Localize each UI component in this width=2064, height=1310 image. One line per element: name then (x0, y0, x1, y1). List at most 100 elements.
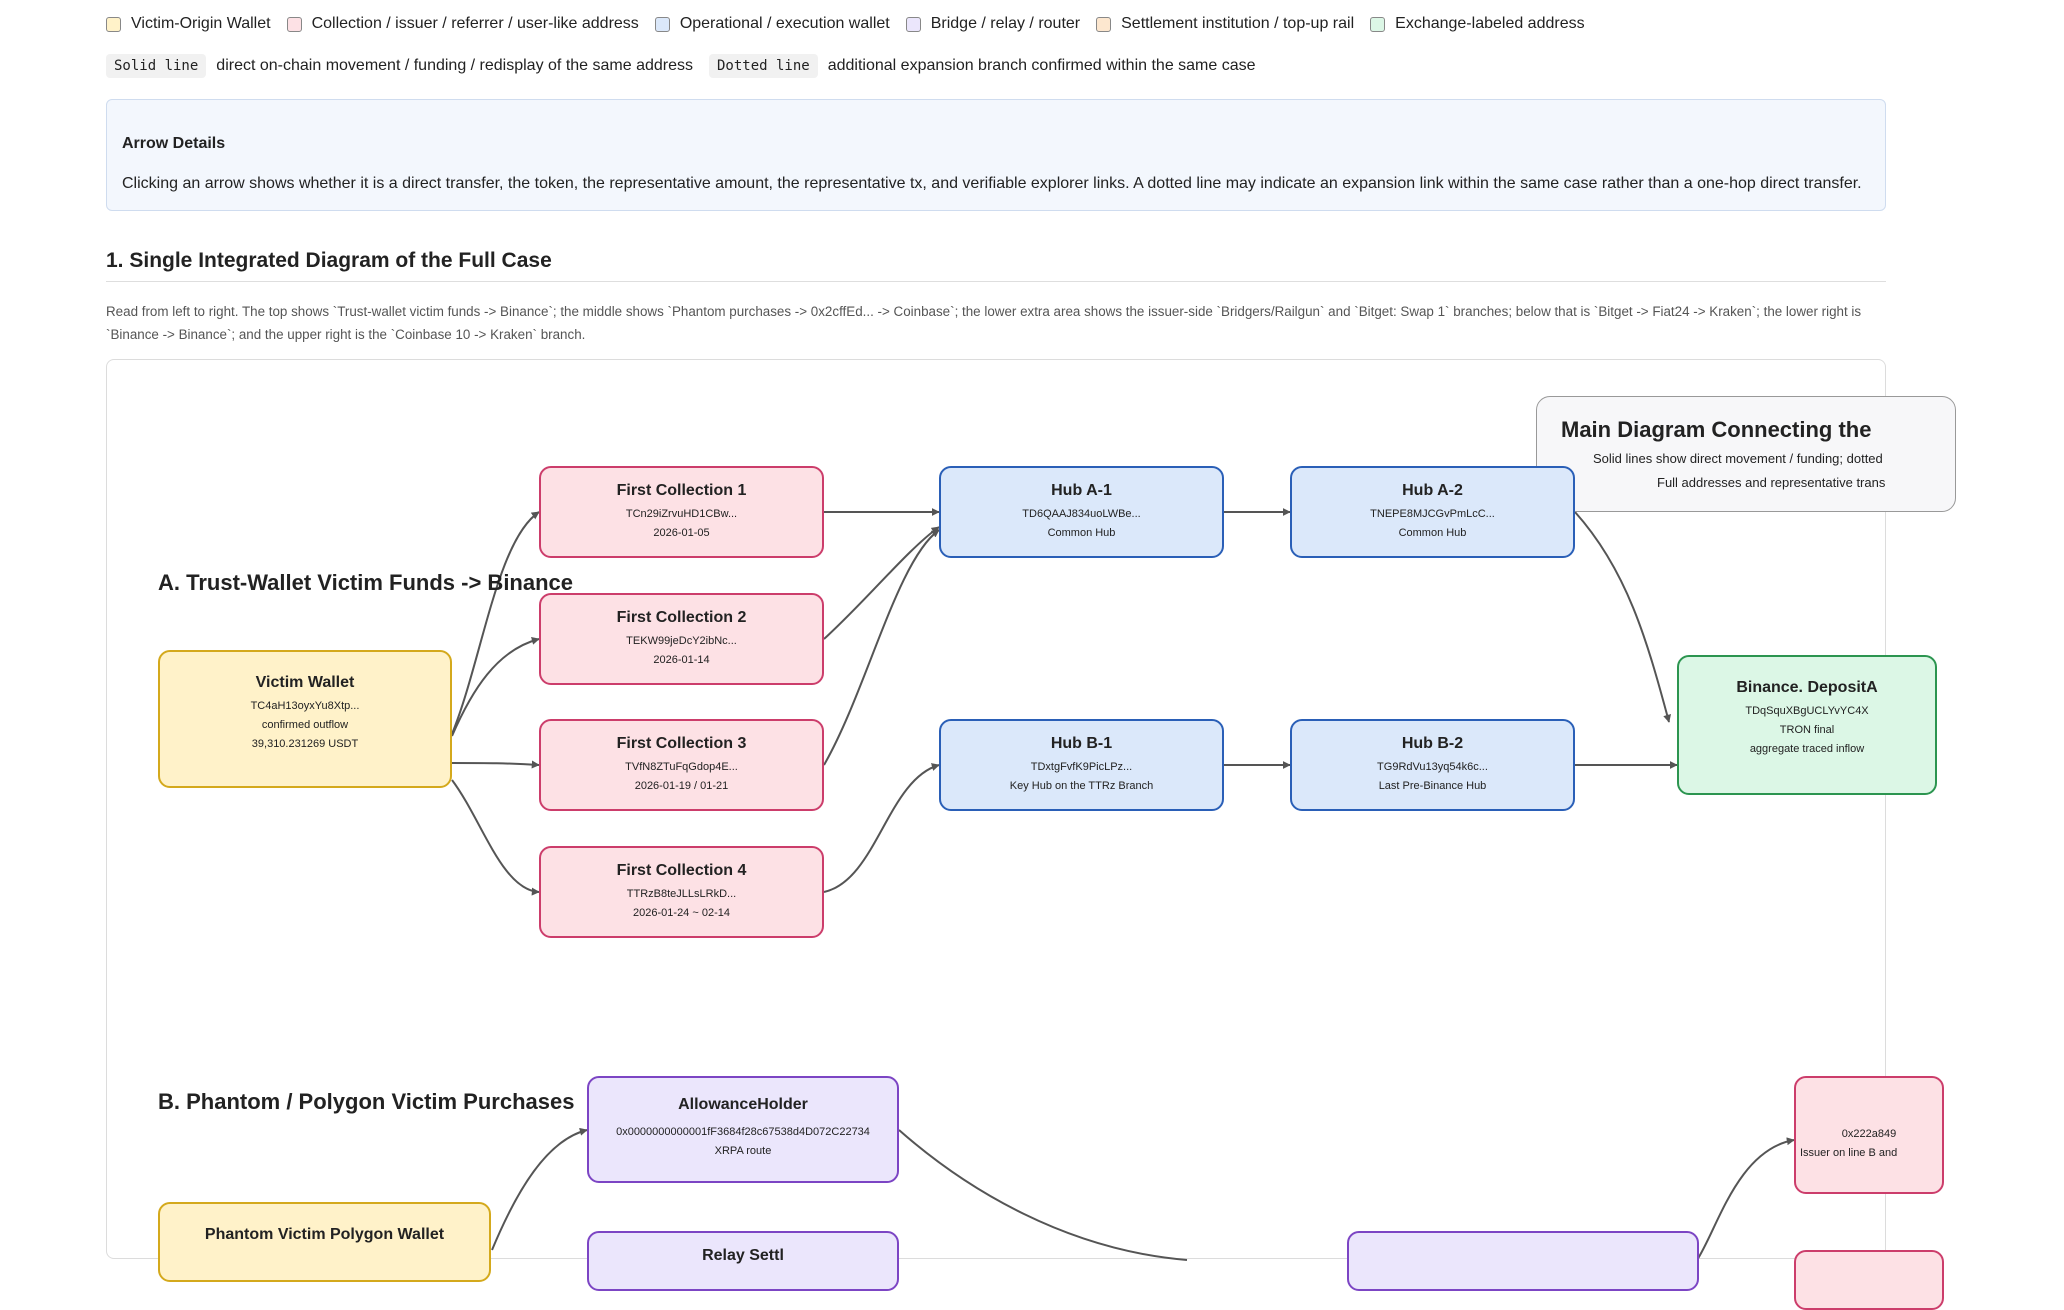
node-note: Last Pre-Binance Hub (1378, 780, 1487, 792)
edge-fc2-hubA1[interactable] (823, 526, 940, 640)
node-note: Issuer on line B and (1800, 1147, 1898, 1159)
legend-swatch-exchange (1370, 16, 1386, 32)
legend-label: Operational / execution wallet (679, 15, 890, 32)
group-a-label: A. Trust-Wallet Victim Funds -> Binance (158, 570, 574, 595)
node-title: Hub B-2 (1401, 735, 1464, 752)
node-note: Key Hub on the TTRz Branch (1009, 780, 1154, 792)
legend-item-victim: Victim-Origin Wallet (106, 15, 271, 33)
edge-victim-fc3[interactable] (451, 760, 540, 769)
node-amount: 39,310.231269 USDT (251, 738, 359, 750)
node-first-collection-4[interactable]: First Collection 4 TTRzB8teJLLsLRkD... 2… (539, 846, 824, 938)
node-title: First Collection 4 (616, 862, 747, 879)
node-victim-wallet[interactable]: Victim Wallet TC4aH13oyxYu8Xtp... confir… (158, 650, 452, 788)
panel-line-1: Solid lines show direct movement / fundi… (1593, 451, 1883, 466)
arrow-details-text: Clicking an arrow shows whether it is a … (122, 175, 1862, 192)
panel-line-2: Full addresses and representative trans (1657, 475, 1886, 490)
edge-relay-issuer[interactable] (1696, 1137, 1795, 1261)
node-issuer[interactable]: 0x222a849 Issuer on line B and (1794, 1076, 1944, 1194)
diagram-edges (451, 508, 1795, 1261)
section-title: 1. Single Integrated Diagram of the Full… (106, 249, 552, 272)
node-address: 0x222a849 (1841, 1128, 1897, 1140)
edge-victim-fc1[interactable] (451, 511, 540, 735)
edge-phantom-allowance[interactable] (491, 1127, 588, 1251)
legend-swatch-settlement (1096, 16, 1112, 32)
legend-swatch-collection (286, 16, 302, 32)
node-title: First Collection 2 (616, 609, 747, 626)
legend-swatch-operational (654, 16, 670, 32)
legend-swatch-victim (106, 16, 121, 32)
node-hub-a-1[interactable]: Hub A-1 TD6QAAJ834uoLWBe... Common Hub (939, 466, 1224, 558)
legend-item-operational: Operational / execution wallet (654, 15, 890, 33)
node-hub-b-1[interactable]: Hub B-1 TDxtgFvfK9PicLPz... Key Hub on t… (939, 719, 1224, 811)
node-address: TD6QAAJ834uoLWBe... (1022, 508, 1141, 520)
node-address: TNEPE8MJCGvPmLcC... (1370, 508, 1495, 520)
node-title: Hub A-1 (1051, 482, 1112, 499)
node-note: TRON final (1779, 724, 1835, 736)
node-title: Hub A-2 (1402, 482, 1463, 499)
node-address: TTRzB8teJLLsLRkD... (626, 888, 737, 900)
node-note: confirmed outflow (261, 719, 349, 731)
node-title: Phantom Victim Polygon Wallet (204, 1226, 445, 1243)
solid-line-text: direct on-chain movement / funding / red… (216, 57, 693, 74)
node-phantom-victim-wallet[interactable]: Phantom Victim Polygon Wallet (158, 1202, 491, 1282)
node-address: TC4aH13oyxYu8Xtp... (250, 700, 360, 712)
node-note: Common Hub (1047, 527, 1116, 539)
diagram-canvas[interactable]: A. Trust-Wallet Victim Funds -> Binance … (106, 359, 1956, 1310)
section-description: Read from left to right. The top shows `… (106, 304, 1862, 342)
node-allowance-holder[interactable]: AllowanceHolder 0x0000000000001fF3684f28… (587, 1076, 899, 1183)
edge-victim-fc4[interactable] (451, 779, 540, 896)
dotted-line-text: additional expansion branch confirmed wi… (827, 57, 1256, 74)
node-date: 2026-01-19 / 01-21 (634, 780, 729, 792)
legend-label: Exchange-labeled address (1395, 15, 1585, 32)
node-note: aggregate traced inflow (1749, 743, 1865, 755)
legend-item-settlement: Settlement institution / top-up rail (1096, 15, 1354, 33)
node-first-collection-2[interactable]: First Collection 2 TEKW99jeDcY2ibNc... 2… (539, 593, 824, 685)
edge-hubA2-binance[interactable] (1574, 511, 1671, 723)
node-first-collection-1[interactable]: First Collection 1 TCn29iZrvuHD1CBw... 2… (539, 466, 824, 558)
edge-fc3-hubA1[interactable] (823, 529, 940, 766)
node-address: TDqSquXBgUCLYvYC4X (1745, 705, 1869, 717)
legend-label: Victim-Origin Wallet (131, 15, 271, 32)
node-note: XRPA route (714, 1145, 772, 1157)
node-address: TVfN8ZTuFqGdop4E... (625, 761, 738, 773)
line-key: Solid line direct on-chain movement / fu… (106, 52, 1272, 80)
legend-label: Bridge / relay / router (930, 15, 1081, 32)
node-hub-a-2[interactable]: Hub A-2 TNEPE8MJCGvPmLcC... Common Hub (1290, 466, 1575, 558)
node-title: Victim Wallet (255, 674, 355, 691)
edge-fc4-hubB1[interactable] (823, 763, 940, 893)
legend-item-bridge: Bridge / relay / router (905, 15, 1081, 33)
legend-item-exchange: Exchange-labeled address (1370, 15, 1585, 33)
node-address: TEKW99jeDcY2ibNc... (626, 635, 737, 647)
node-address: 0x0000000000001fF3684f28c67538d4D072C227… (616, 1126, 870, 1138)
main-diagram-panel: Main Diagram Connecting the Solid lines … (1536, 396, 1956, 512)
node-first-collection-3[interactable]: First Collection 3 TVfN8ZTuFqGdop4E... 2… (539, 719, 824, 811)
edge-allowance-relay[interactable] (898, 1129, 1188, 1261)
arrow-details-title: Arrow Details (122, 135, 226, 152)
legend-label: Collection / issuer / referrer / user-li… (311, 15, 639, 32)
node-title: First Collection 1 (616, 482, 747, 499)
node-address: TDxtgFvfK9PicLPz... (1030, 761, 1133, 773)
node-date: 2026-01-05 (653, 527, 710, 539)
solid-line-code: Solid line (106, 54, 207, 78)
node-issuer-lower[interactable] (1794, 1250, 1944, 1310)
arrow-details-panel: Arrow Details Clicking an arrow shows wh… (106, 99, 1886, 211)
node-address: TG9RdVu13yq54k6c... (1377, 761, 1488, 773)
legend-item-collection: Collection / issuer / referrer / user-li… (286, 15, 639, 33)
legend-swatch-bridge (905, 16, 921, 32)
node-date: 2026-01-14 (653, 654, 710, 666)
node-address: TCn29iZrvuHD1CBw... (625, 508, 738, 520)
node-note: Common Hub (1398, 527, 1467, 539)
panel-title: Main Diagram Connecting the (1561, 417, 1872, 442)
node-binance-deposit[interactable]: Binance. DepositA TDqSquXBgUCLYvYC4X TRO… (1677, 655, 1937, 795)
node-title: Binance. DepositA (1736, 679, 1878, 696)
node-title: Hub B-1 (1050, 735, 1113, 752)
node-bridge-router[interactable] (1347, 1231, 1699, 1291)
edge-victim-fc2[interactable] (451, 636, 540, 737)
node-date: 2026-01-24 ~ 02-14 (633, 907, 730, 919)
legend: Victim-Origin Wallet Collection / issuer… (106, 12, 1601, 36)
group-b-label: B. Phantom / Polygon Victim Purchases (158, 1089, 575, 1114)
legend-label: Settlement institution / top-up rail (1121, 15, 1355, 32)
node-hub-b-2[interactable]: Hub B-2 TG9RdVu13yq54k6c... Last Pre-Bin… (1290, 719, 1575, 811)
node-relay-settlement[interactable]: Relay Settl (587, 1231, 899, 1291)
node-title: First Collection 3 (616, 735, 747, 752)
